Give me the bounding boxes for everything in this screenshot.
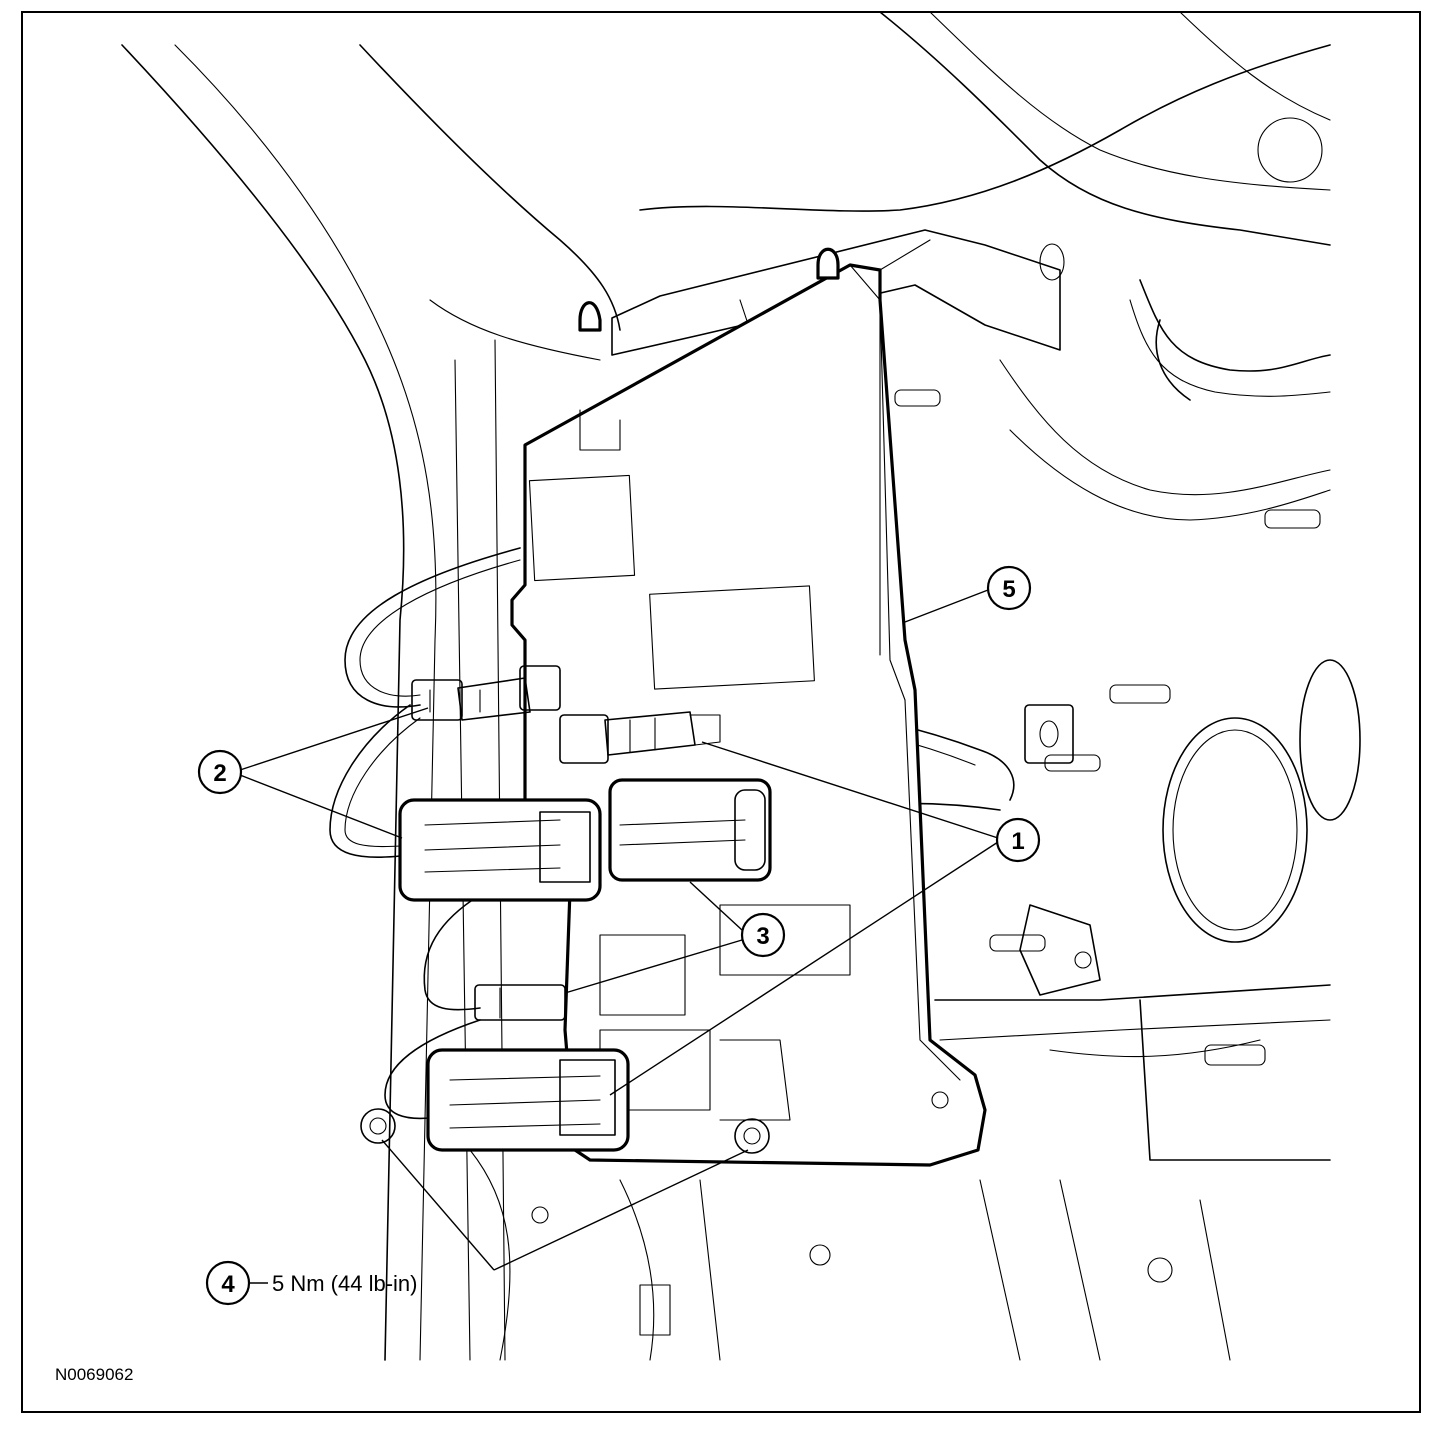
callout-2: 2 [197,749,243,795]
callout-3-number: 3 [756,923,769,950]
nut-left [360,1108,396,1144]
callout-1: 1 [995,817,1041,863]
connectors [398,665,772,1152]
body-control-module [510,247,987,1167]
figure-id: N0069062 [55,1365,133,1384]
callout-4-number: 4 [221,1271,235,1298]
callout-5: 5 [986,565,1032,611]
retaining-nuts [360,1108,770,1154]
callout-1-number: 1 [1011,828,1024,855]
leader-lines [239,589,999,1284]
callout-3: 3 [740,912,786,958]
callout-5-number: 5 [1002,576,1015,603]
nut-right [734,1118,770,1154]
callout-2-number: 2 [213,760,226,787]
callout-4-torque-spec: 5 Nm (44 lb-in) [272,1271,417,1296]
vehicle-body-structure [121,11,1361,1361]
callout-4: 4 [205,1260,251,1306]
